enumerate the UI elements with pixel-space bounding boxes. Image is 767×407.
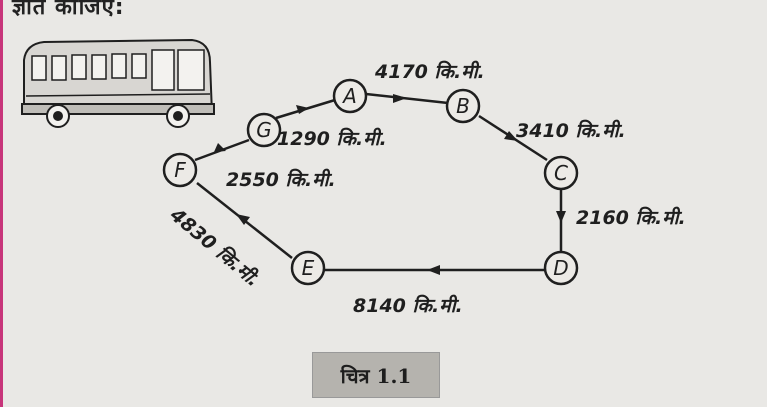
distance-a-b: 4170 कि.मी.	[374, 60, 485, 83]
arrow-e-f	[236, 214, 250, 225]
edge-a-b	[365, 92, 449, 105]
node-f-circle	[162, 152, 198, 188]
distance-g-a: 1290 कि.मी.	[277, 127, 387, 150]
distance-f-g: 2550 कि.मी.	[226, 168, 336, 191]
node-c-label: C	[554, 161, 568, 185]
distance-e-f: 4830 कि.मी.	[165, 203, 265, 292]
node-f-label: F	[174, 158, 186, 182]
distance-d-e: 8140 कि.मी.	[353, 294, 463, 317]
node-c-circle	[543, 155, 579, 191]
page-margin-rule	[0, 0, 3, 407]
node-d-label: D	[553, 256, 568, 280]
node-g-label: G	[256, 118, 272, 142]
cut-header-text: ज्ञात कीजिए:	[12, 0, 125, 20]
arrow-f-g	[214, 143, 226, 152]
node-a-label: A	[341, 84, 357, 108]
node-e-circle	[290, 250, 326, 286]
distance-c-d: 2160 कि.मी.	[576, 206, 686, 229]
figure-caption-box: चित्र 1.1	[312, 352, 440, 398]
node-b-circle	[445, 88, 481, 124]
arrow-g-a	[296, 105, 309, 114]
node-d-circle	[543, 250, 579, 286]
node-g-circle	[246, 112, 282, 148]
arrow-b-c	[504, 131, 518, 141]
arrow-d-e	[427, 265, 440, 275]
figure-caption: चित्र 1.1	[340, 363, 412, 388]
bus-icon	[21, 38, 215, 128]
node-e-label: E	[302, 256, 315, 280]
arrow-a-b	[393, 94, 407, 103]
node-b-label: B	[456, 94, 470, 118]
arrow-c-d	[556, 211, 566, 223]
distance-b-c: 3410 कि.मी.	[516, 119, 626, 142]
node-a-circle	[332, 78, 368, 114]
